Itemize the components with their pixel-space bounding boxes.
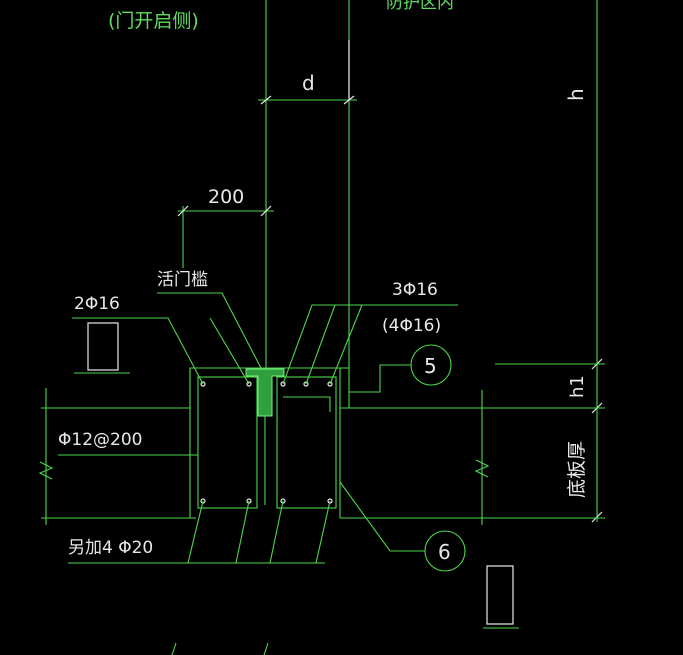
dim-d-tick-left xyxy=(260,95,272,105)
callout-5-label: 5 xyxy=(424,354,437,378)
rebar-dots xyxy=(200,381,333,504)
rebar-right-top-label: 3Φ16 xyxy=(392,280,438,300)
stirrup-right xyxy=(276,376,337,509)
door-side-note: (门开启侧) xyxy=(108,10,199,32)
rebar-left-top-label: 2Φ16 xyxy=(74,294,120,314)
extra-leader-3 xyxy=(269,500,284,564)
rebar-left-leader-1 xyxy=(72,317,204,385)
dim-200-label: 200 xyxy=(208,186,244,208)
dim-200-tick-left xyxy=(177,205,189,217)
bottom-fragment-2 xyxy=(263,642,269,655)
dim-d-tick-right xyxy=(343,95,355,105)
stirrup-inner-right xyxy=(283,396,331,412)
dim-d-label: d xyxy=(302,71,315,95)
stirrup-label: Φ12@200 xyxy=(58,430,142,450)
small-rect-bottom xyxy=(486,565,514,625)
extra-leader-2 xyxy=(235,500,250,564)
dim-h1-label: h1 xyxy=(567,375,588,398)
extra-leader-1 xyxy=(187,500,204,564)
rebar-right-leader-2 xyxy=(305,304,336,385)
rebar-right-top-alt-label: (4Φ16) xyxy=(382,316,441,336)
rebar-right-leader-1 xyxy=(282,304,458,385)
break-mark-right xyxy=(474,459,490,478)
rebar-right-leader-3 xyxy=(329,304,363,385)
bottom-fragment-1 xyxy=(171,642,177,655)
dim-h-tick-3 xyxy=(591,511,603,523)
dim-h-label: h xyxy=(564,88,588,101)
t-sill-profile xyxy=(245,368,285,417)
extra-leader-4 xyxy=(315,500,331,564)
extra-bottom-label: 另加4 Φ20 xyxy=(68,538,153,558)
slab-thickness-label: 底板厚 xyxy=(566,441,588,498)
callout-6-leader xyxy=(339,481,425,552)
small-rect-left xyxy=(87,322,119,371)
rebar-left-leader-2 xyxy=(209,317,250,385)
callout-6-label: 6 xyxy=(438,540,451,564)
movable-sill-label: 活门槛 xyxy=(157,270,208,290)
callout-5-leader xyxy=(349,364,411,393)
dim-200-tick-right xyxy=(260,205,272,217)
movable-sill-leader xyxy=(157,292,263,371)
stirrup-left xyxy=(197,376,258,509)
protect-area-note: 防护区内 xyxy=(386,0,454,13)
break-mark-left xyxy=(38,461,54,480)
